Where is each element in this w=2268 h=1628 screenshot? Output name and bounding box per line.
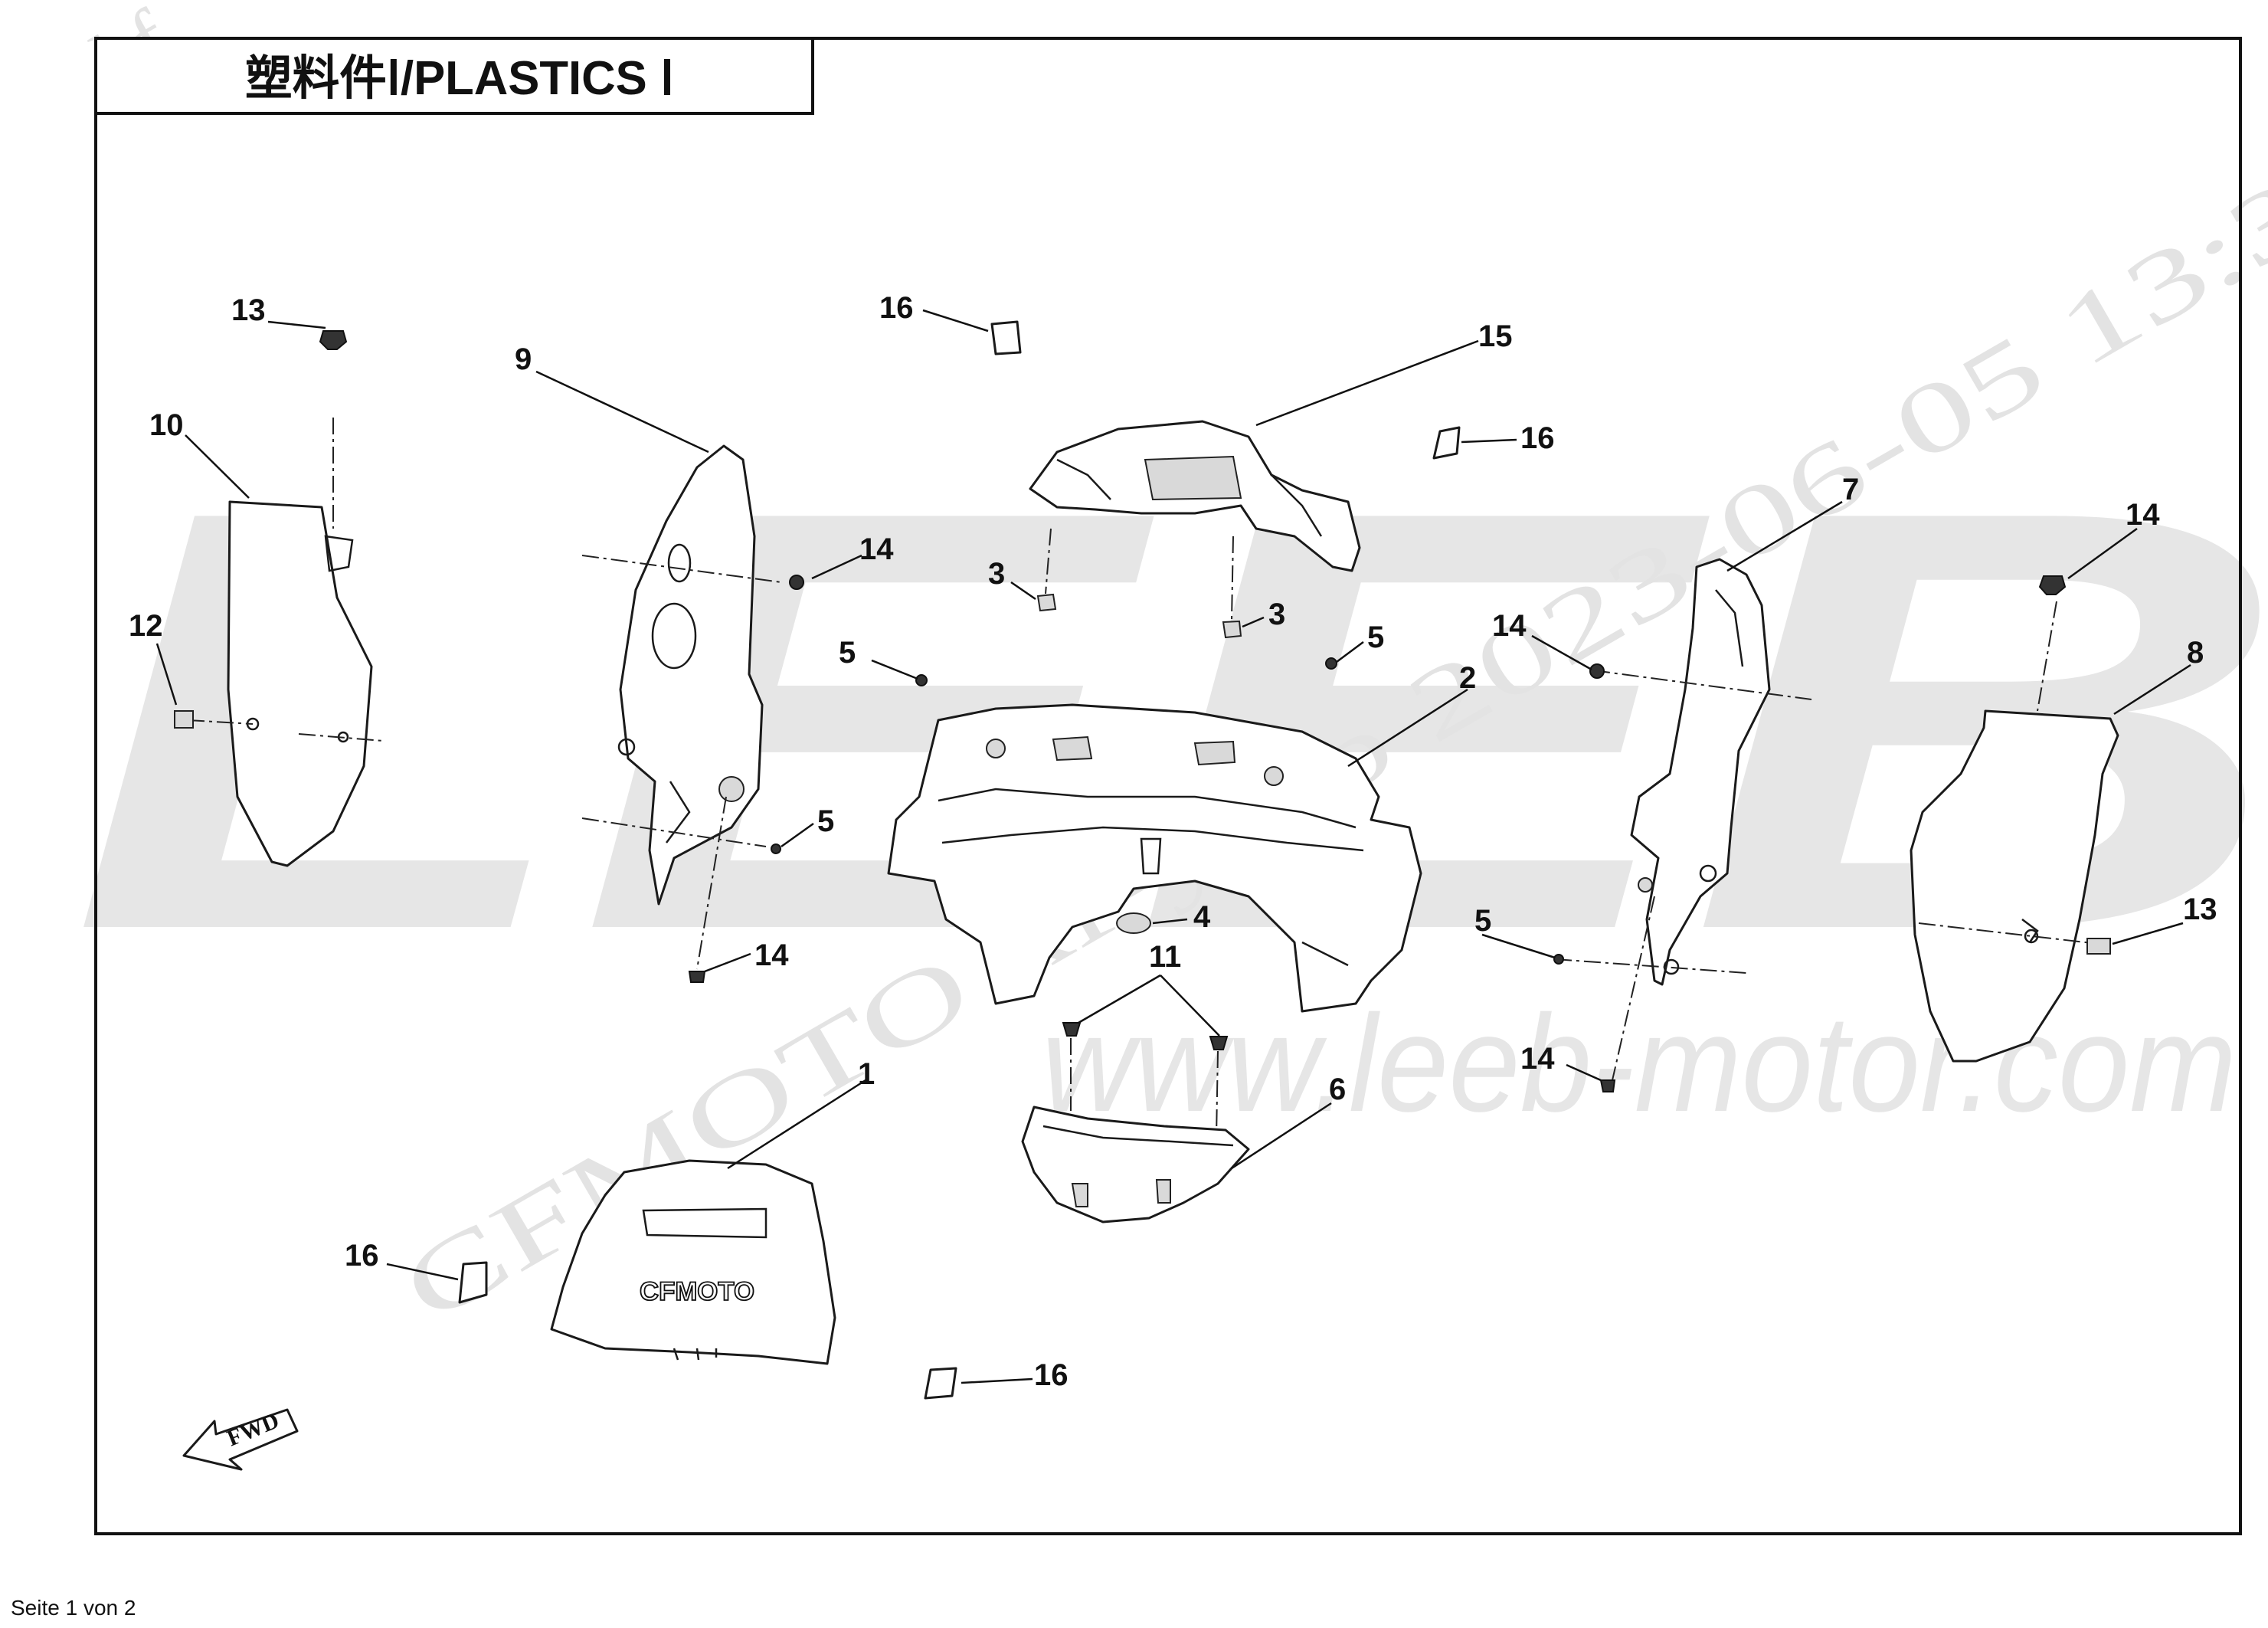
callout-11: 11 [1149, 940, 1181, 974]
page-indicator: Seite 1 von 2 [11, 1596, 136, 1620]
bolt-icon [174, 710, 194, 729]
callout-7: 7 [1842, 473, 1859, 506]
bolt-icon [2086, 938, 2111, 955]
watermark-website: www.leeb-motor.com [1042, 987, 2237, 1141]
callout-labels: 13 10 12 9 14 5 14 16 15 16 3 3 5 5 2 14… [129, 291, 2217, 1392]
clip-nut-icon [771, 843, 781, 854]
cover-brand-marking: CFMOTO [640, 1277, 754, 1306]
part-8-right-side-panel [1910, 709, 2119, 1063]
clip-nut-icon [915, 674, 928, 686]
callout-12b: 13 [2183, 893, 2217, 926]
callout-1: 1 [858, 1057, 875, 1091]
screw-icon [688, 971, 706, 983]
callout-14b: 14 [754, 938, 789, 972]
diagram-frame [94, 37, 2242, 1535]
callout-14a: 14 [859, 532, 894, 566]
callout-16d: 16 [1034, 1358, 1069, 1392]
part-15-top-cover [1029, 420, 1361, 572]
diagram-title: 塑料件Ⅰ/PLASTICS Ⅰ [245, 52, 674, 105]
push-rivet-icon [319, 330, 348, 350]
fwd-direction-arrow: FWD [182, 1408, 299, 1471]
callout-14c: 14 [1492, 609, 1527, 643]
grommet-icon [1116, 912, 1151, 934]
callout-3b: 3 [1268, 598, 1285, 631]
title-box [94, 37, 814, 115]
callout-15: 15 [1478, 319, 1513, 353]
clip-nut-icon [1222, 620, 1242, 639]
part-9-left-inner-panel [617, 444, 764, 906]
callout-5b: 5 [839, 636, 856, 670]
clip-nut-icon [1553, 954, 1564, 965]
callout-13a: 13 [231, 293, 266, 327]
clip-nut-icon [1036, 593, 1057, 612]
screw-head-icon [789, 575, 804, 590]
callout-16a: 16 [879, 291, 914, 325]
callout-16c: 16 [345, 1239, 379, 1273]
screw-icon [1209, 1036, 1229, 1050]
callout-8: 8 [2187, 636, 2204, 670]
leader-lines [155, 309, 2191, 1384]
part-6-lower-cover [1021, 1106, 1250, 1223]
rubber-pad-icon [924, 1367, 957, 1400]
push-rivet-icon [2038, 575, 2067, 595]
callout-2: 2 [1459, 661, 1476, 695]
part-1-front-cover: CFMOTO [550, 1159, 836, 1365]
screw-icon [1062, 1022, 1082, 1037]
callout-5d: 5 [1474, 904, 1491, 938]
screw-head-icon [1589, 663, 1605, 679]
part-2-front-frame [887, 703, 1422, 1013]
rubber-pad-icon [458, 1261, 488, 1304]
callout-12a: 12 [129, 609, 163, 643]
callout-3a: 3 [988, 557, 1005, 591]
callout-5a: 5 [817, 804, 834, 838]
callout-4: 4 [1193, 900, 1211, 934]
rubber-pad-icon [1432, 426, 1461, 460]
callout-6: 6 [1329, 1073, 1346, 1106]
clip-nut-icon [1325, 657, 1337, 670]
screw-icon [1599, 1079, 1616, 1092]
callout-13b: 14 [2126, 498, 2160, 532]
rubber-pad-icon [990, 320, 1022, 355]
callout-9: 9 [515, 342, 532, 376]
callout-5c: 5 [1367, 621, 1384, 654]
callout-10: 10 [149, 408, 184, 442]
callout-16b: 16 [1520, 421, 1555, 455]
callout-14d: 14 [1520, 1042, 1555, 1076]
